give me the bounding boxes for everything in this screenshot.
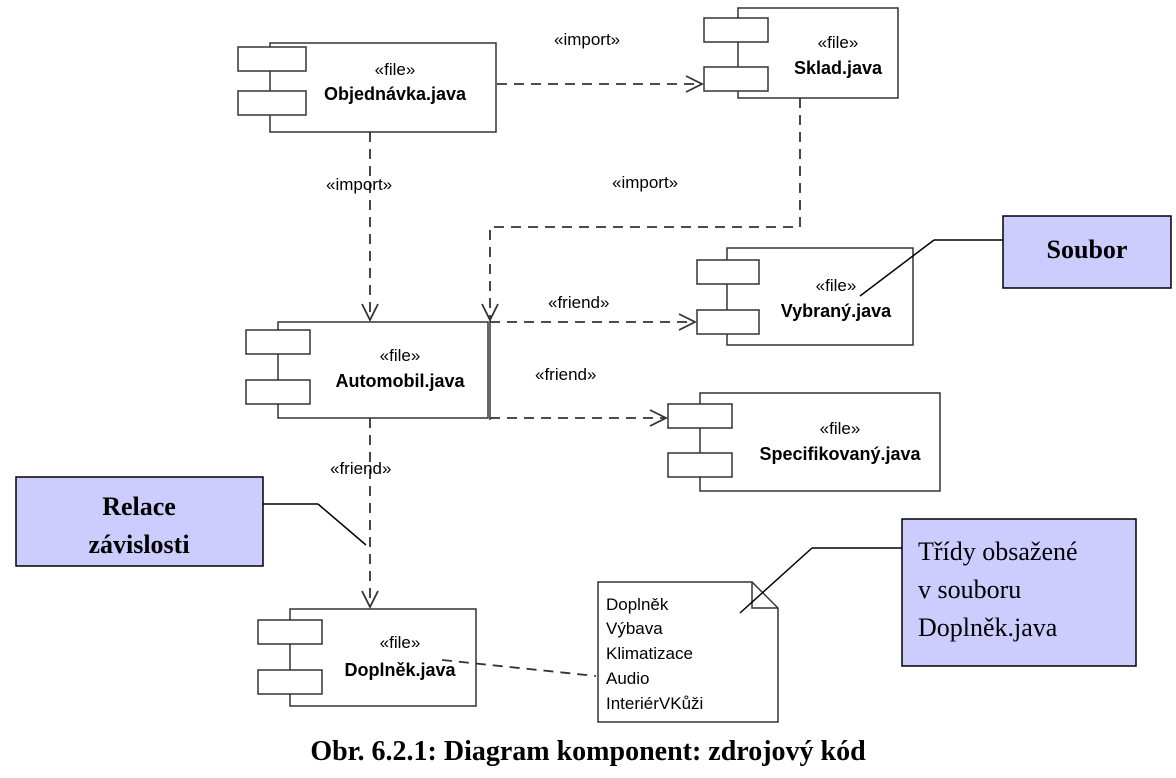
component-port-icon <box>237 90 307 116</box>
component-port-icon <box>696 259 760 285</box>
stereotype-label: «file» <box>375 60 416 79</box>
component-port-icon <box>257 669 323 695</box>
stereotype-label: «file» <box>818 33 859 52</box>
relation-label: «friend» <box>548 293 609 312</box>
relation-label: «import» <box>554 30 620 49</box>
callout-soubor: Soubor <box>859 215 1172 297</box>
stereotype-label: «file» <box>380 633 421 652</box>
figure-caption: Obr. 6.2.1: Diagram komponent: zdrojový … <box>310 736 866 767</box>
component-name: Specifikovaný.java <box>759 444 921 464</box>
component-port-icon <box>667 452 733 478</box>
relation-label: «friend» <box>535 365 596 384</box>
component-port-icon <box>245 379 311 405</box>
component-port-icon <box>696 309 760 335</box>
note-classes: Doplněk Výbava Klimatizace Audio Interié… <box>597 581 779 723</box>
note-line: Audio <box>606 669 649 688</box>
component-port-icon <box>237 46 307 72</box>
stereotype-label: «file» <box>816 276 857 295</box>
component-automobil[interactable]: «file» Automobil.java <box>245 321 489 419</box>
component-port-icon <box>667 403 733 429</box>
component-name: Doplněk.java <box>344 660 456 680</box>
component-name: Automobil.java <box>335 371 465 391</box>
stereotype-label: «file» <box>380 346 421 365</box>
component-sklad[interactable]: «file» Sklad.java <box>703 7 899 99</box>
relation-label: «import» <box>326 175 392 194</box>
dependency-sklad-automobil <box>490 98 801 320</box>
note-fold-corner <box>751 582 778 609</box>
note-line: Výbava <box>606 619 663 638</box>
callout-relace: Relace závislosti <box>15 476 367 567</box>
component-port-icon <box>257 619 323 645</box>
component-port-icon <box>703 66 769 92</box>
callout-soubor-text: Soubor <box>1047 235 1128 264</box>
callout-relace-line1: Relace <box>102 492 176 521</box>
note-line: Klimatizace <box>606 644 693 663</box>
component-name: Sklad.java <box>794 58 883 78</box>
note-line: InteriérVKůži <box>606 694 703 713</box>
component-name: Objednávka.java <box>324 84 467 104</box>
component-name: Vybraný.java <box>781 301 892 321</box>
callout-tridy: Třídy obsažené v souboru Doplněk.java <box>739 518 1137 667</box>
note-anchor-line <box>441 659 597 677</box>
note-line: Doplněk <box>606 595 669 614</box>
callout-tridy-line2: v souboru <box>918 575 1021 604</box>
callout-tridy-line3: Doplněk.java <box>918 613 1058 642</box>
component-port-icon <box>703 17 769 43</box>
callout-tridy-line1: Třídy obsažené <box>918 537 1078 566</box>
relation-label: «import» <box>612 173 678 192</box>
component-vybrany[interactable]: «file» Vybraný.java <box>696 247 914 346</box>
stereotype-label: «file» <box>820 419 861 438</box>
callout-relace-line2: závislosti <box>88 530 189 559</box>
component-port-icon <box>245 329 311 355</box>
component-doplnek[interactable]: «file» Doplněk.java <box>257 608 477 707</box>
component-objednavka[interactable]: «file» Objednávka.java <box>237 42 497 133</box>
component-specifikovany[interactable]: «file» Specifikovaný.java <box>667 392 941 492</box>
relation-label: «friend» <box>330 459 391 478</box>
